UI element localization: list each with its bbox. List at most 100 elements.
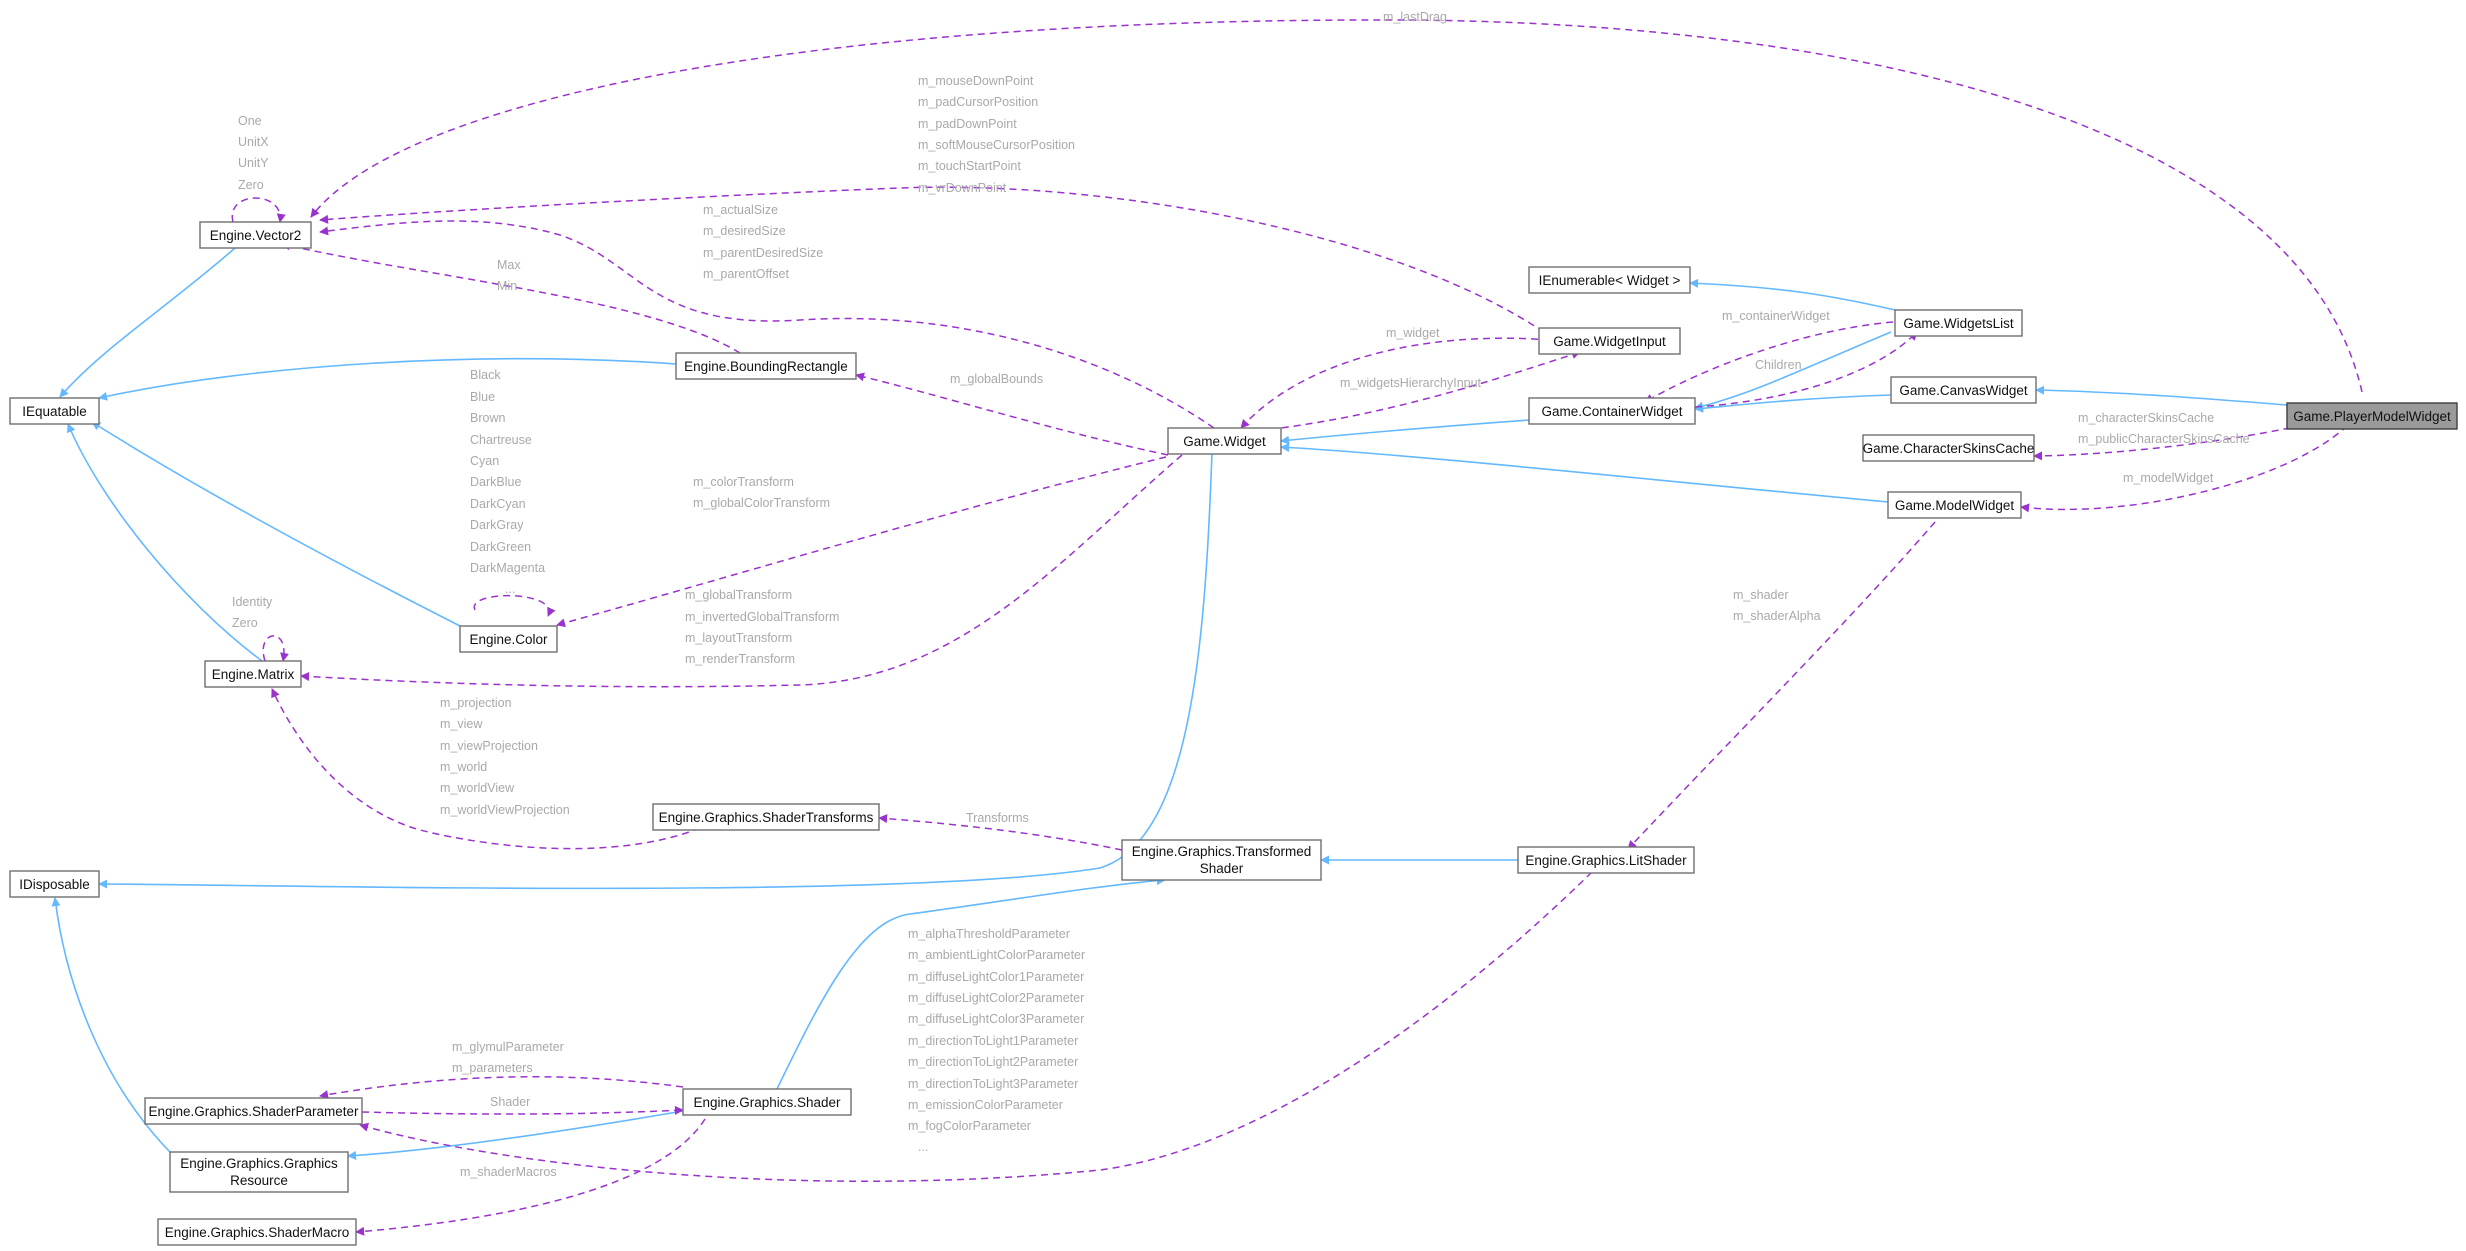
- edge-widgetslist-ienumerable: [1689, 278, 1896, 311]
- label-shader-matrix: m_projection: [440, 696, 512, 710]
- label-widget-size: m_parentDesiredSize: [703, 246, 823, 260]
- label-color-dots: ...: [505, 582, 515, 596]
- edge-shader-shadermacro: [355, 1118, 706, 1236]
- node-vector2[interactable]: Engine.Vector2: [199, 221, 312, 249]
- svg-text:Game.WidgetsList: Game.WidgetsList: [1903, 316, 2014, 331]
- node-model-widget[interactable]: Game.ModelWidget: [1887, 491, 2022, 519]
- edge-widget-idisposable: [98, 451, 1213, 890]
- svg-text:Engine.Graphics.ShaderMacro: Engine.Graphics.ShaderMacro: [165, 1225, 350, 1240]
- svg-text:Engine.Color: Engine.Color: [469, 632, 548, 647]
- label-input-point: m_softMouseCursorPosition: [918, 138, 1075, 152]
- label-input-point: m_touchStartPoint: [918, 159, 1021, 173]
- edge-containerwidget-widgetslist: [1694, 331, 1918, 408]
- label-lit-param: m_diffuseLightColor3Parameter: [908, 1012, 1084, 1026]
- node-iequatable[interactable]: IEquatable: [9, 397, 100, 425]
- label-matrix-static: Zero: [232, 616, 258, 630]
- edge-widget-boundingrectangle: [855, 372, 1169, 456]
- edge-widgetslist-containerwidget: [1644, 321, 1894, 403]
- label-input-point: m_mouseDownPoint: [918, 74, 1034, 88]
- label-color-static: Chartreuse: [470, 433, 532, 447]
- label-color-static: DarkGray: [470, 518, 524, 532]
- svg-text:Engine.Graphics.Shader: Engine.Graphics.Shader: [693, 1095, 841, 1110]
- label-model-widget-ref: m_modelWidget: [2123, 471, 2214, 485]
- node-character-skins-cache[interactable]: Game.CharacterSkinsCache: [1862, 434, 2035, 462]
- edge-playermodelwidget-modelwidget: [2020, 416, 2357, 513]
- label-container-widget-ref: m_containerWidget: [1722, 309, 1830, 323]
- label-widget-transform: m_layoutTransform: [685, 631, 792, 645]
- edge-lastdrag: [310, 19, 2363, 393]
- edge-modelwidget-litshader: [1627, 521, 1936, 850]
- svg-text:Game.CanvasWidget: Game.CanvasWidget: [1899, 383, 2028, 398]
- label-widget-transform: m_invertedGlobalTransform: [685, 610, 839, 624]
- edge-containerwidget-widget: [1280, 419, 1530, 445]
- edge-color-iequatable: [91, 421, 461, 627]
- edge-playermodelwidget-canvaswidget: [2035, 385, 2288, 406]
- label-color-static: Blue: [470, 390, 495, 404]
- svg-text:Engine.Graphics.LitShader: Engine.Graphics.LitShader: [1525, 853, 1687, 868]
- label-color-static: DarkBlue: [470, 475, 521, 489]
- node-idisposable[interactable]: IDisposable: [9, 870, 100, 898]
- svg-text:IEnumerable< Widget >: IEnumerable< Widget >: [1539, 273, 1681, 288]
- svg-text:Game.Widget: Game.Widget: [1183, 434, 1266, 449]
- label-shader-ref: m_shaderAlpha: [1733, 609, 1821, 623]
- edge-matrix-iequatable: [66, 423, 263, 662]
- svg-text:Engine.Graphics.ShaderParamete: Engine.Graphics.ShaderParameter: [148, 1104, 359, 1119]
- svg-text:Engine.Matrix: Engine.Matrix: [212, 667, 295, 682]
- node-shader-parameter[interactable]: Engine.Graphics.ShaderParameter: [144, 1097, 363, 1125]
- label-color-static: Brown: [470, 411, 505, 425]
- label-color-transform: m_globalColorTransform: [693, 496, 830, 510]
- edge-litshader-shaderparameter: [359, 871, 1593, 1182]
- node-matrix[interactable]: Engine.Matrix: [204, 660, 302, 688]
- label-shader-matrix: m_viewProjection: [440, 739, 538, 753]
- edge-boundingrectangle-vector2: [281, 241, 741, 354]
- edge-matrix-self: [262, 635, 289, 662]
- node-widgets-list[interactable]: Game.WidgetsList: [1894, 309, 2023, 337]
- edge-shader-graphicsresource: [347, 1110, 684, 1160]
- node-shader[interactable]: Engine.Graphics.Shader: [682, 1088, 852, 1116]
- edge-shader-shaderparameter: [319, 1076, 684, 1100]
- node-widget[interactable]: Game.Widget: [1167, 427, 1282, 455]
- label-shader-ref: m_shader: [1733, 588, 1789, 602]
- label-vector2-static: One: [238, 114, 262, 128]
- node-container-widget[interactable]: Game.ContainerWidget: [1528, 397, 1696, 425]
- label-shader-ref-back: Shader: [490, 1095, 530, 1109]
- label-color-transform: m_colorTransform: [693, 475, 794, 489]
- label-shader-param-ref: m_parameters: [452, 1061, 533, 1075]
- edge-boundingrectangle-iequatable: [98, 357, 677, 401]
- svg-text:Game.WidgetInput: Game.WidgetInput: [1553, 334, 1666, 349]
- nodes: Engine.Vector2 IEquatable Engine.Boundin…: [9, 221, 2458, 1246]
- label-input-point: m_padDownPoint: [918, 117, 1017, 131]
- label-last-drag: m_lastDrag: [1383, 10, 1447, 24]
- node-bounding-rectangle[interactable]: Engine.BoundingRectangle: [675, 352, 857, 380]
- node-canvas-widget[interactable]: Game.CanvasWidget: [1890, 376, 2037, 404]
- edge-widget-matrix: [300, 454, 1183, 688]
- edge-canvaswidget-containerwidget: [1694, 394, 1892, 413]
- node-shader-macro[interactable]: Engine.Graphics.ShaderMacro: [157, 1218, 357, 1246]
- label-input-point: m_padCursorPosition: [918, 95, 1038, 109]
- node-ienumerable-widget[interactable]: IEnumerable< Widget >: [1528, 266, 1691, 294]
- label-shader-matrix: m_view: [440, 717, 483, 731]
- label-lit-param: m_diffuseLightColor2Parameter: [908, 991, 1084, 1005]
- node-lit-shader[interactable]: Engine.Graphics.LitShader: [1517, 846, 1695, 874]
- label-max-min: Min: [497, 279, 517, 293]
- label-lit-param: m_directionToLight3Parameter: [908, 1077, 1078, 1091]
- edge-modelwidget-widget: [1280, 442, 1889, 503]
- label-vector2-static: Zero: [238, 178, 264, 192]
- label-lit-param: m_directionToLight1Parameter: [908, 1034, 1078, 1048]
- label-color-static: Cyan: [470, 454, 499, 468]
- node-color[interactable]: Engine.Color: [459, 625, 558, 653]
- label-matrix-static: Identity: [232, 595, 273, 609]
- node-transformed-shader[interactable]: Engine.Graphics.Transformed Shader: [1121, 839, 1322, 881]
- node-shader-transforms[interactable]: Engine.Graphics.ShaderTransforms: [652, 803, 880, 831]
- svg-text:Game.PlayerModelWidget: Game.PlayerModelWidget: [2293, 409, 2451, 424]
- label-vector2-static: UnitX: [238, 135, 269, 149]
- label-widget-transform: m_globalTransform: [685, 588, 792, 602]
- label-lit-param: m_emissionColorParameter: [908, 1098, 1063, 1112]
- node-widget-input[interactable]: Game.WidgetInput: [1538, 327, 1681, 355]
- node-graphics-resource[interactable]: Engine.Graphics.Graphics Resource: [169, 1151, 349, 1193]
- node-player-model-widget[interactable]: Game.PlayerModelWidget: [2286, 402, 2458, 430]
- label-max-min: Max: [497, 258, 521, 272]
- label-lit-param: m_diffuseLightColor1Parameter: [908, 970, 1084, 984]
- edge-transformedshader-shadertransforms: [878, 814, 1123, 851]
